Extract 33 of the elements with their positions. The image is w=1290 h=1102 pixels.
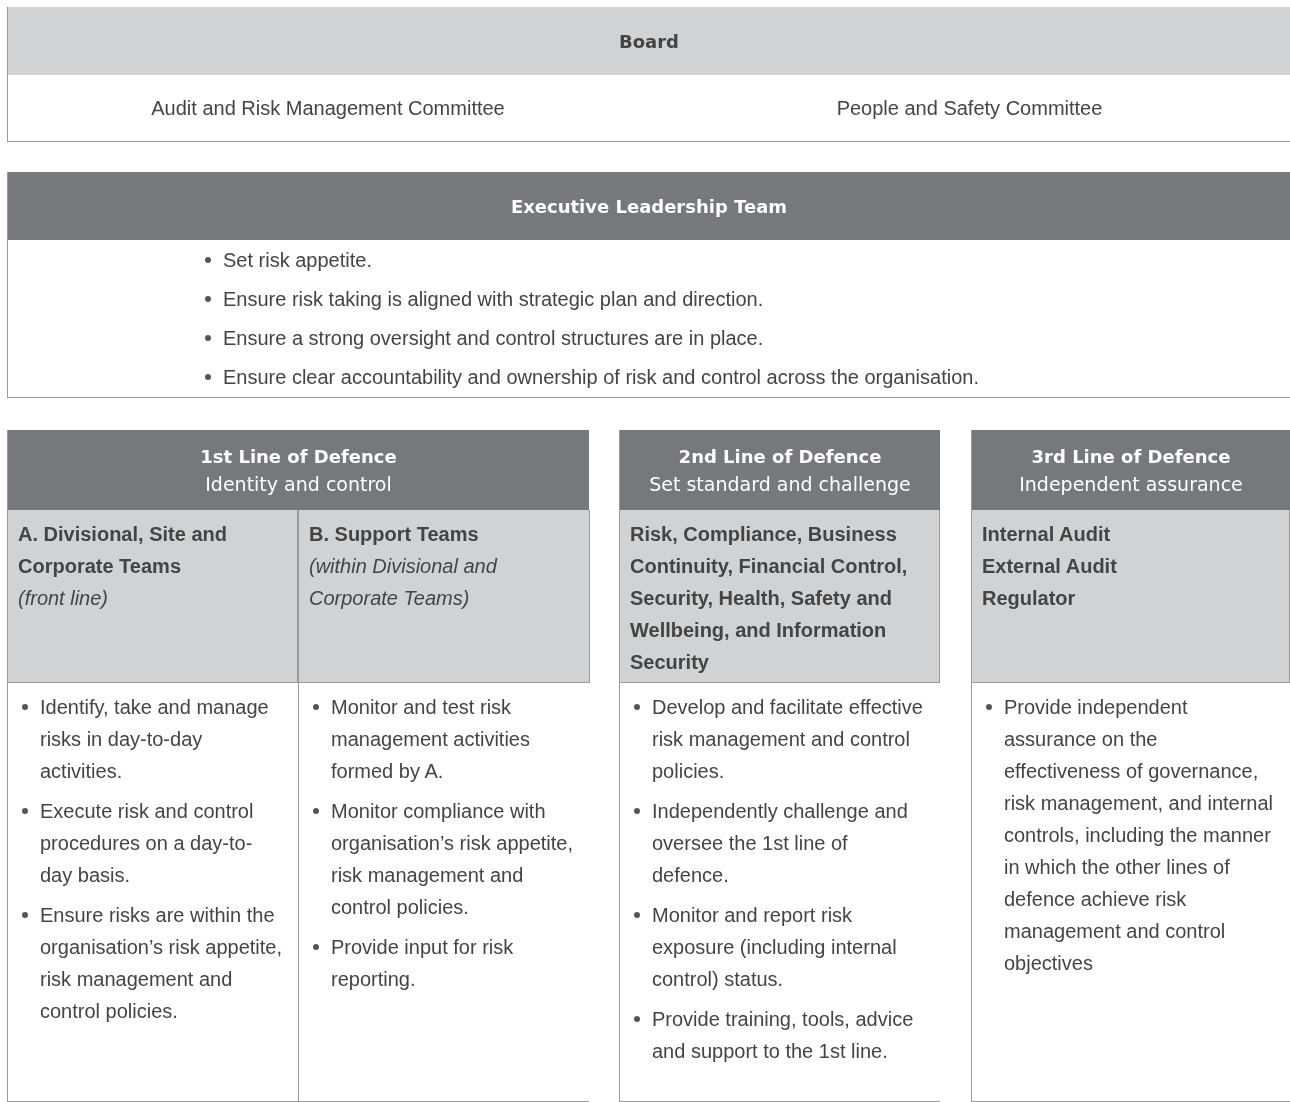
bullet-item: Ensure risk taking is aligned with strategic plan and direction. [201, 283, 1276, 315]
committee-text: Audit and Risk Management Committee [8, 75, 648, 142]
bullet-item: Monitor and report risk exposure (including internal control) status. [630, 899, 926, 995]
bullet-item: Provide independent assurance on the effectiveness of governance, risk management, and internal controls, including the manner in which the other lines of defence achieve risk management and control objectives [982, 691, 1276, 979]
bullet-item: Independently challenge and oversee the 1st line of defence. [630, 795, 926, 891]
note-text: (front line) [18, 586, 110, 611]
team-text: Regulator [982, 586, 1077, 611]
bullet-item: Ensure a strong oversight and control structures are in place. [201, 322, 1276, 354]
bullet-item: Monitor and test risk management activities formed by A. [309, 691, 576, 787]
subheading-text: Identity and control [205, 472, 392, 495]
bullet-item: Provide training, tools, advice and support to the 1st line. [630, 1003, 926, 1067]
bullet-item: Ensure risks are within the organisation’s risk appetite, risk management and control policies. [18, 899, 284, 1027]
bullet-item: Provide input for risk reporting. [309, 931, 576, 995]
committee-text: People and Safety Committee [648, 75, 1290, 142]
heading-text: 1st Line of Defence [200, 445, 397, 467]
heading-text: 2nd Line of Defence [678, 445, 882, 467]
team-text: A. Divisional, Site and Corporate Teams [18, 522, 228, 579]
bullet-item: Monitor compliance with organisation’s risk appetite, risk management and control policies. [309, 795, 576, 923]
team-text: Risk, Compliance, Business Continuity, Financial Control, Security, Health, Safety and Wellbeing, and Information Security [630, 522, 909, 675]
team-text: B. Support Teams [309, 522, 480, 547]
bullet-item: Identify, take and manage risks in day-to-day activities. [18, 691, 284, 787]
note-text: (within Divisional and Corporate Teams) [309, 554, 499, 611]
heading-text: 3rd Line of Defence [1031, 445, 1231, 467]
bullet-item: Execute risk and control procedures on a day-to-day basis. [18, 795, 284, 891]
subheading-text: Set standard and challenge [649, 472, 911, 495]
bullet-item: Ensure clear accountability and ownership of risk and control across the organisation. [201, 361, 1276, 393]
team-text: Internal Audit [982, 522, 1112, 547]
subheading-text: Independent assurance [1019, 472, 1243, 495]
heading-text: Board [619, 30, 679, 52]
bullet-item: Set risk appetite. [201, 244, 1276, 276]
heading-text: Executive Leadership Team [510, 195, 788, 217]
team-text: External Audit [982, 554, 1118, 579]
bullet-item: Develop and facilitate effective risk management and control policies. [630, 691, 926, 787]
